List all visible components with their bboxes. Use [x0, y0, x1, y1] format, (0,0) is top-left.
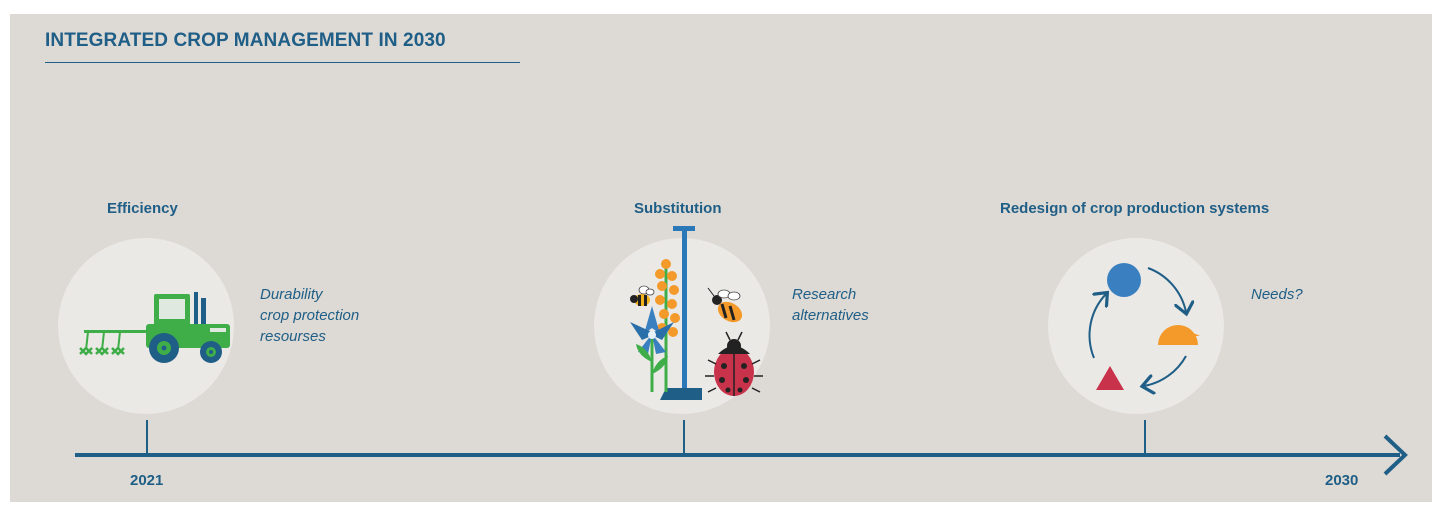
- note-line: Research: [792, 286, 857, 303]
- note-line: resourses: [260, 328, 326, 345]
- stage-notes-efficiency: Durability crop protection resourses: [260, 284, 359, 347]
- title-underline: [45, 62, 520, 63]
- timeline-arrow: [75, 434, 1408, 476]
- timeline-tick-redesign: [1144, 420, 1146, 454]
- timeline-start-year: 2021: [130, 472, 164, 489]
- page-title: INTEGRATED CROP MANAGEMENT IN 2030: [45, 30, 446, 51]
- stage-notes-redesign: Needs?: [1251, 284, 1303, 305]
- timeline-tick-substitution: [683, 420, 685, 454]
- stage-notes-substitution: Research alternatives: [792, 284, 869, 326]
- note-line: alternatives: [792, 307, 869, 324]
- stage-label-redesign: Redesign of crop production systems: [1000, 200, 1270, 217]
- note-line: Durability: [260, 286, 323, 303]
- stage-label-substitution: Substitution: [634, 200, 722, 217]
- infographic-panel: INTEGRATED CROP MANAGEMENT IN 2030 Effic…: [10, 14, 1432, 502]
- tractor-plough-icon: [79, 292, 230, 363]
- timeline-tick-efficiency: [146, 420, 148, 454]
- timeline-end-year: 2030: [1325, 472, 1359, 489]
- note-line: Needs?: [1251, 286, 1303, 303]
- shapes-cycle-icon: [1088, 263, 1200, 394]
- note-line: crop protection: [260, 307, 360, 324]
- biodiversity-hoe-icon: [630, 226, 763, 400]
- stage-circle-redesign: [1048, 238, 1224, 414]
- stage-label-efficiency: Efficiency: [107, 200, 178, 217]
